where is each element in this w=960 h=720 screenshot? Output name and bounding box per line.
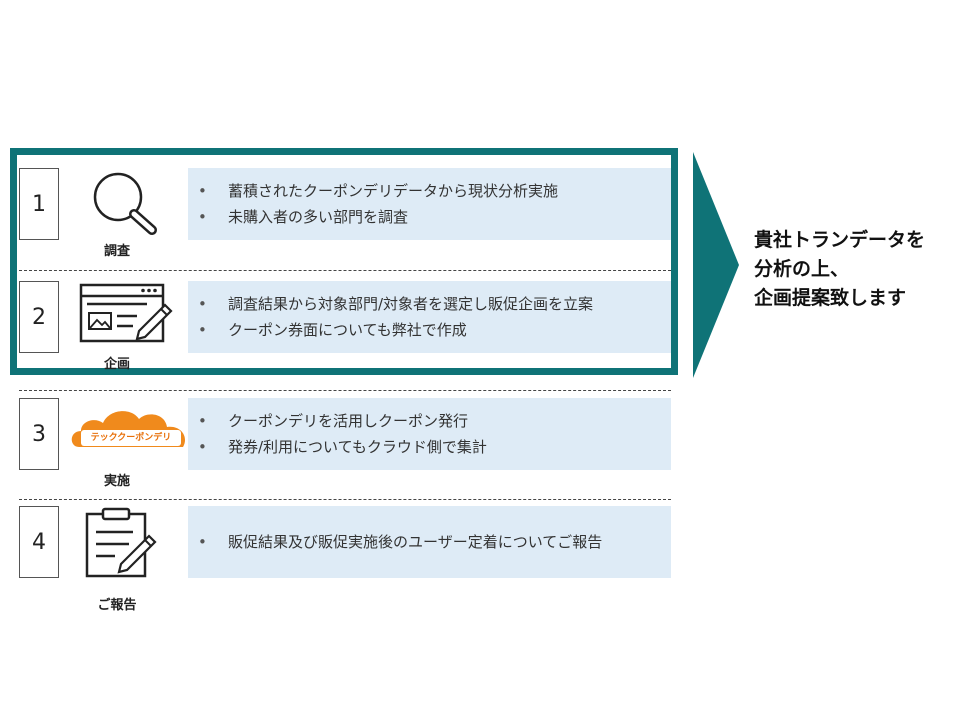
conclusion-line-1: 貴社トランデータを [754, 229, 926, 251]
step-label: 調査 [103, 244, 130, 259]
bullet-item: クーポンデリを活用しクーポン発行 [198, 408, 671, 434]
bullet-item: クーポン券面についても弊社で作成 [198, 317, 671, 343]
highlight-frame-steps-1-2 [10, 148, 678, 375]
step-description: 販促結果及び販促実施後のユーザー定着についてご報告 [188, 506, 671, 578]
step-number: 2 [19, 281, 59, 353]
conclusion-line-3: 企画提案致します [754, 287, 907, 309]
step-description: 調査結果から対象部門/対象者を選定し販促企画を立案 クーポン券面についても弊社で… [188, 281, 671, 353]
step-row-1: 1 調査 蓄積されたクーポンデリデータから現状分析実施 未購入者の多い部門を調査 [19, 168, 671, 264]
divider [19, 270, 671, 271]
step-description: 蓄積されたクーポンデリデータから現状分析実施 未購入者の多い部門を調査 [188, 168, 671, 240]
divider [19, 499, 671, 500]
conclusion-text: 貴社トランデータを 分析の上、 企画提案致します [754, 226, 954, 313]
bullet-item: 未購入者の多い部門を調査 [198, 204, 671, 230]
logo-text: テッククーポンデリ [81, 430, 181, 446]
step-label: ご報告 [97, 598, 137, 613]
step-number: 1 [19, 168, 59, 240]
step-row-4: 4 ご報告 販促結果及び販促実施後のユーザー定着についてご報告 [19, 506, 671, 613]
step-label: 実施 [103, 474, 130, 489]
arrow-right-icon [693, 152, 739, 378]
step-row-2: 2 企画 調査結果から対象部門/対象者を選定し販促企画を立案 クーポン券面につい… [19, 281, 671, 377]
clipboard-report-icon [71, 506, 183, 578]
bullet-item: 調査結果から対象部門/対象者を選定し販促企画を立案 [198, 291, 671, 317]
step-description: クーポンデリを活用しクーポン発行 発券/利用についてもクラウド側で集計 [188, 398, 671, 470]
bullet-item: 販促結果及び販促実施後のユーザー定着についてご報告 [198, 529, 671, 555]
divider [19, 390, 671, 391]
step-number: 3 [19, 398, 59, 470]
bullet-item: 発券/利用についてもクラウド側で集計 [198, 434, 671, 460]
step-label: 企画 [103, 357, 130, 372]
bullet-item: 蓄積されたクーポンデリデータから現状分析実施 [198, 178, 671, 204]
step-number: 4 [19, 506, 59, 578]
step-row-3: 3 テッククーポンデリ 実施 クーポンデリを活用しクーポン発行 発券/利用につい… [19, 398, 671, 494]
magnifier-icon [71, 168, 183, 238]
planning-browser-icon [71, 281, 183, 351]
conclusion-line-2: 分析の上、 [754, 258, 850, 280]
coupon-deli-logo: テッククーポンデリ [71, 398, 186, 468]
